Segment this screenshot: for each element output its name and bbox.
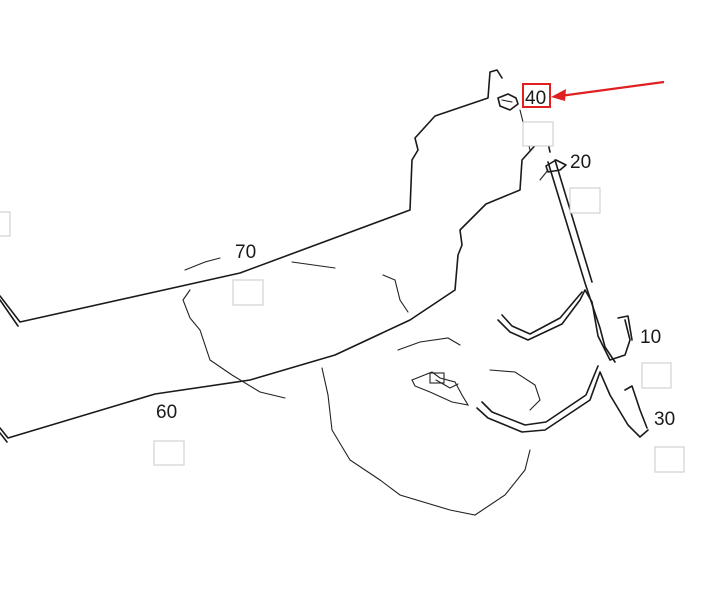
part-label-10[interactable]: 10 xyxy=(640,327,661,348)
hose-10[interactable] xyxy=(497,159,633,363)
pump-assembly-icon xyxy=(411,371,470,406)
checkbox-part-60[interactable] xyxy=(153,440,185,466)
part-label-70[interactable]: 70 xyxy=(235,242,256,263)
part-label-40[interactable]: 40 xyxy=(525,88,546,109)
pipe-60[interactable] xyxy=(0,139,551,443)
clip-20-icon[interactable] xyxy=(539,159,567,181)
selected-part-highlight xyxy=(522,83,551,108)
pipe-70[interactable] xyxy=(0,69,503,327)
part-label-60[interactable]: 60 xyxy=(156,402,177,423)
checkbox-part-10[interactable] xyxy=(641,362,672,389)
checkbox-left-edge[interactable] xyxy=(0,211,11,237)
part-label-30[interactable]: 30 xyxy=(654,409,675,430)
selection-arrow-icon xyxy=(551,80,665,101)
checkbox-part-40[interactable] xyxy=(522,121,554,147)
tank-outline xyxy=(182,257,541,516)
checkbox-part-30[interactable] xyxy=(654,446,685,473)
hose-30[interactable] xyxy=(476,365,649,438)
part-label-20[interactable]: 20 xyxy=(570,152,591,173)
checkbox-part-20[interactable] xyxy=(569,187,601,214)
checkbox-part-70[interactable] xyxy=(232,279,264,306)
